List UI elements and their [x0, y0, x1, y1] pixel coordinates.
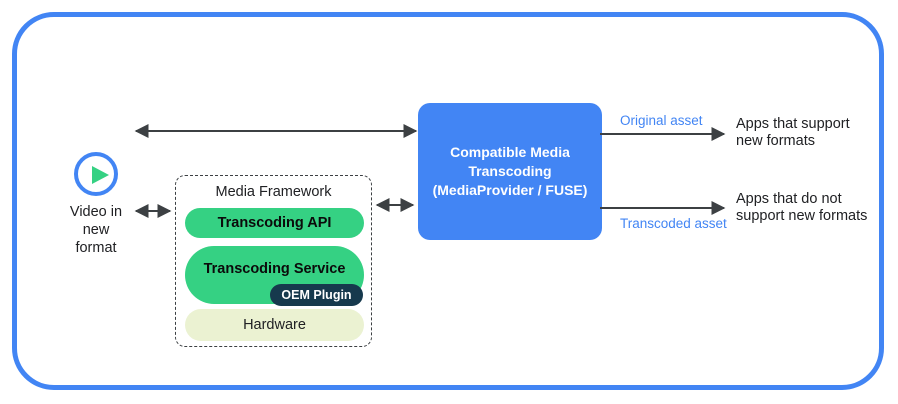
arrow-original-asset — [600, 127, 726, 141]
layer-transcoding-api-label: Transcoding API — [217, 215, 332, 231]
arrow-framework-to-transcoding — [375, 198, 415, 212]
edge-label-original-asset: Original asset — [620, 113, 703, 128]
layer-transcoding-api[interactable]: Transcoding API — [185, 208, 364, 238]
compatible-media-transcoding-label: Compatible Media Transcoding (MediaProvi… — [432, 144, 588, 198]
media-framework-group: Media Framework Transcoding API Transcod… — [175, 175, 372, 347]
outer-frame-border — [12, 12, 884, 390]
target-apps-that-support-new-formats: Apps that support new formats — [736, 116, 850, 149]
media-framework-title: Media Framework — [215, 184, 332, 200]
oem-plugin-badge[interactable]: OEM Plugin — [270, 284, 363, 306]
edge-label-transcoded-asset: Transcoded asset — [620, 216, 727, 231]
oem-plugin-badge-label: OEM Plugin — [281, 288, 352, 302]
arrow-source-to-transcoding-top — [134, 124, 418, 138]
play-circle-icon — [74, 152, 118, 196]
layer-hardware[interactable]: Hardware — [185, 309, 364, 341]
arrow-transcoded-asset — [600, 201, 726, 215]
layer-transcoding-service-label: Transcoding Service — [203, 261, 346, 277]
arrow-source-to-framework — [134, 204, 172, 218]
video-source-caption: Video in new format — [69, 204, 123, 256]
target-apps-that-do-not-support-new-formats: Apps that do not support new formats — [736, 191, 868, 224]
layer-hardware-label: Hardware — [243, 317, 306, 333]
play-triangle-icon — [92, 166, 109, 184]
compatible-media-transcoding-box[interactable]: Compatible Media Transcoding (MediaProvi… — [418, 103, 602, 240]
